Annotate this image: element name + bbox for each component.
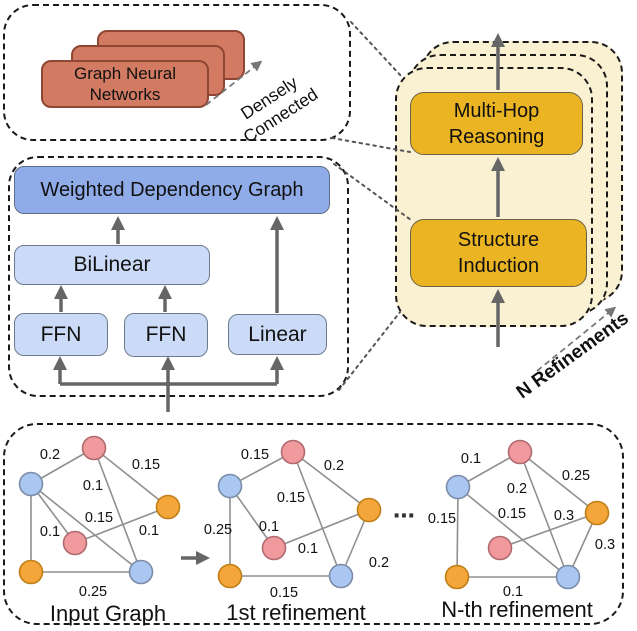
dotted-connector (350, 21, 403, 78)
ffn-right-label: FFN (145, 323, 187, 346)
refinement-graphs-panel (3, 423, 624, 625)
bilinear-label: BiLinear (73, 253, 151, 276)
ffn-right-box: FFN (124, 313, 208, 357)
multi-hop-reasoning-box: Multi-Hop Reasoning (410, 92, 583, 155)
ffn-left-label: FFN (40, 322, 82, 346)
structure-line2: Induction (457, 255, 540, 277)
ffn-left-box: FFN (14, 313, 108, 356)
multihop-line1: Multi-Hop (453, 99, 540, 122)
wdg-label: Weighted Dependency Graph (40, 178, 304, 201)
multihop-line2: Reasoning (448, 125, 545, 148)
structure-induction-box: Structure Induction (410, 219, 587, 287)
linear-label: Linear (248, 322, 307, 346)
structure-induction-panel (8, 156, 349, 397)
linear-box: Linear (228, 314, 327, 355)
weighted-dependency-graph-box: Weighted Dependency Graph (14, 166, 330, 214)
structure-line1: Structure (457, 229, 540, 251)
bilinear-box: BiLinear (14, 245, 210, 285)
densely-connected-note: Densely Connected (228, 66, 322, 147)
